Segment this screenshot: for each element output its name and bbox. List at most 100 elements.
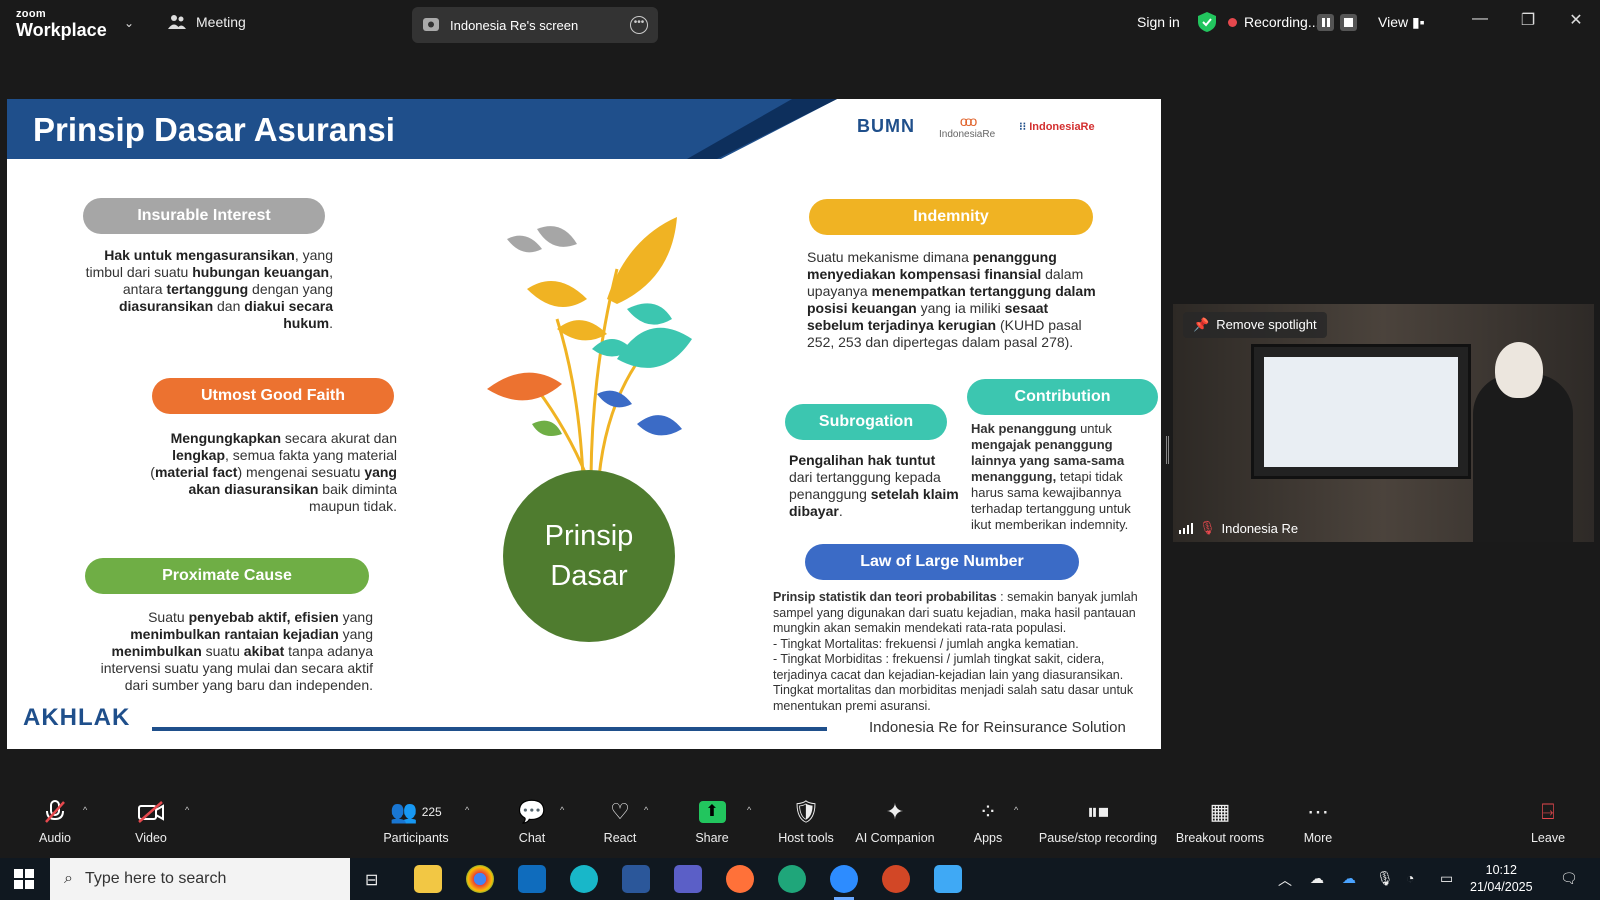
slide-header-band (7, 99, 837, 159)
share-button[interactable]: ⬆ Share (690, 797, 734, 845)
share-caret-icon[interactable]: ^ (747, 805, 752, 815)
minimize-icon[interactable]: — (1472, 10, 1488, 27)
more-dots-icon: ⋯ (1307, 799, 1329, 824)
video-button[interactable]: Video (126, 797, 176, 845)
notifications-icon[interactable]: 🗨 (1560, 870, 1578, 886)
display-icon[interactable]: ▭ (1440, 870, 1454, 886)
recording-label: Recording... (1244, 14, 1320, 30)
chevron-down-icon[interactable]: ⌄ (124, 16, 135, 30)
participants-label: Participants (383, 831, 449, 845)
leave-door-icon: ⍈ (1541, 799, 1555, 824)
video-options-caret-icon[interactable]: ^ (185, 805, 190, 815)
view-menu[interactable]: View ▮▪ (1378, 14, 1425, 31)
video-tv-content (1264, 357, 1458, 467)
file-explorer-icon[interactable] (414, 865, 442, 893)
meeting-label: Meeting (196, 14, 246, 30)
participants-button[interactable]: 👥225 Participants (378, 797, 454, 845)
panel-resize-handle[interactable] (1166, 436, 1169, 464)
proximate-cause-text: Suatu penyebab aktif, efisien yang menim… (100, 609, 373, 693)
host-tools-button[interactable]: 🛡 Host tools (774, 797, 838, 845)
onedrive-cloud-icon[interactable]: ☁ (1310, 870, 1324, 886)
zoom-logo[interactable]: zoom Workplace (16, 9, 107, 40)
apps-button[interactable]: ⁘ Apps (966, 797, 1010, 845)
law-of-large-number-text: Prinsip statistik dan teori probabilitas… (773, 590, 1138, 713)
breakout-label: Breakout rooms (1175, 831, 1265, 845)
chat-caret-icon[interactable]: ^ (560, 805, 565, 815)
security-shield-icon[interactable] (1198, 12, 1216, 32)
tray-chevron-up-icon[interactable]: ︿ (1278, 872, 1292, 888)
taskbar-search-box[interactable]: ⌕ Type here to search (50, 858, 350, 900)
word-icon[interactable] (622, 865, 650, 893)
network-icon[interactable]: ◔ (1406, 870, 1415, 886)
stop-recording-button[interactable] (1340, 14, 1357, 31)
pause-stop-icon: ⏸⏹ (1086, 799, 1109, 824)
audio-options-caret-icon[interactable]: ^ (83, 805, 88, 815)
microphone-icon[interactable]: 🎙 (1376, 870, 1394, 886)
meeting-toolbar: Audio ^ Video ^ 👥225 Participants ^ 💬 Ch… (0, 797, 1600, 857)
speaker-head (1495, 342, 1543, 398)
onedrive-business-icon[interactable]: ☁ (1342, 870, 1356, 886)
brand-big: Workplace (16, 20, 107, 40)
more-label: More (1303, 831, 1333, 845)
react-button[interactable]: ♡ React (598, 797, 642, 845)
pause-stop-recording-button[interactable]: ⏸⏹ Pause/stop recording (1036, 797, 1160, 845)
pin-icon: 📌 (1193, 317, 1210, 332)
participants-icon: 👥225 (390, 799, 442, 824)
sign-in-link[interactable]: Sign in (1137, 14, 1180, 30)
spotlight-video-tile[interactable]: 📌 Remove spotlight 🎙 Indonesia Re (1173, 304, 1594, 542)
audio-label: Audio (39, 831, 71, 845)
participant-name: Indonesia Re (1221, 520, 1299, 536)
indonesiare-institute-logo: ⁝⁝ IndonesiaRe (1019, 121, 1095, 133)
canva-icon[interactable] (570, 865, 598, 893)
chat-label: Chat (518, 831, 546, 845)
photos-icon[interactable] (934, 865, 962, 893)
insurable-interest-pill: Insurable Interest (83, 198, 325, 234)
more-button[interactable]: ⋯ More (1298, 797, 1338, 845)
edge-icon[interactable] (778, 865, 806, 893)
outlook-icon[interactable] (518, 865, 546, 893)
center-line-1: Prinsip (544, 520, 634, 552)
windows-taskbar: ⌕ Type here to search ⊟ ︿ ☁ ☁ 🎙 ◔ ▭ 10:1… (0, 858, 1600, 900)
ai-companion-button[interactable]: ✦ AI Companion (852, 797, 938, 845)
indonesiare-logo-text: IndonesiaRe (939, 129, 996, 140)
akhlak-logo: AKHLAK (23, 704, 131, 731)
react-caret-icon[interactable]: ^ (644, 805, 649, 815)
leave-button[interactable]: ⍈ Leave (1528, 797, 1568, 845)
participant-count: 225 (421, 805, 442, 819)
speaker-body (1473, 374, 1573, 542)
windows-start-icon[interactable] (14, 869, 34, 889)
participant-name-tag: 🎙 Indonesia Re (1179, 520, 1298, 536)
taskbar-clock[interactable]: 10:12 21/04/2025 (1470, 862, 1533, 896)
law-of-large-number-pill: Law of Large Number (805, 544, 1079, 580)
muted-mic-icon: 🎙 (1199, 520, 1216, 535)
task-view-icon[interactable]: ⊟ (365, 872, 379, 889)
firefox-icon[interactable] (726, 865, 754, 893)
contribution-text: Hak penanggung untuk mengajak penanggung… (971, 421, 1131, 532)
audio-button[interactable]: Audio (30, 797, 80, 845)
screen-share-indicator[interactable]: Indonesia Re's screen ••• (412, 7, 658, 43)
apps-caret-icon[interactable]: ^ (1014, 805, 1019, 815)
pause-recording-button[interactable] (1317, 14, 1334, 31)
powerpoint-icon[interactable] (882, 865, 910, 893)
zoom-taskbar-icon[interactable] (830, 865, 858, 900)
breakout-rooms-button[interactable]: ▦ Breakout rooms (1172, 797, 1268, 845)
more-options-icon[interactable]: ••• (630, 16, 648, 34)
ai-companion-label: AI Companion (855, 831, 935, 845)
chat-button[interactable]: 💬 Chat (510, 797, 554, 845)
apps-label: Apps (973, 831, 1003, 845)
search-icon: ⌕ (64, 870, 73, 887)
insurable-interest-text: Hak untuk mengasuransikan, yang timbul d… (85, 247, 333, 331)
indonesiare-institute-logo-text: IndonesiaRe (1029, 121, 1095, 133)
remove-spotlight-button[interactable]: 📌 Remove spotlight (1183, 312, 1327, 338)
participants-caret-icon[interactable]: ^ (465, 805, 470, 815)
center-line-2: Dasar (550, 560, 628, 592)
teams-icon[interactable] (674, 865, 702, 893)
meeting-menu[interactable]: Meeting (168, 14, 246, 30)
restore-icon[interactable]: ❐ (1520, 12, 1536, 29)
video-off-icon (126, 797, 176, 827)
chrome-icon[interactable] (466, 865, 494, 893)
recording-dot-icon (1228, 17, 1237, 27)
close-icon[interactable]: ✕ (1569, 12, 1583, 29)
recording-indicator: Recording... (1228, 14, 1319, 30)
